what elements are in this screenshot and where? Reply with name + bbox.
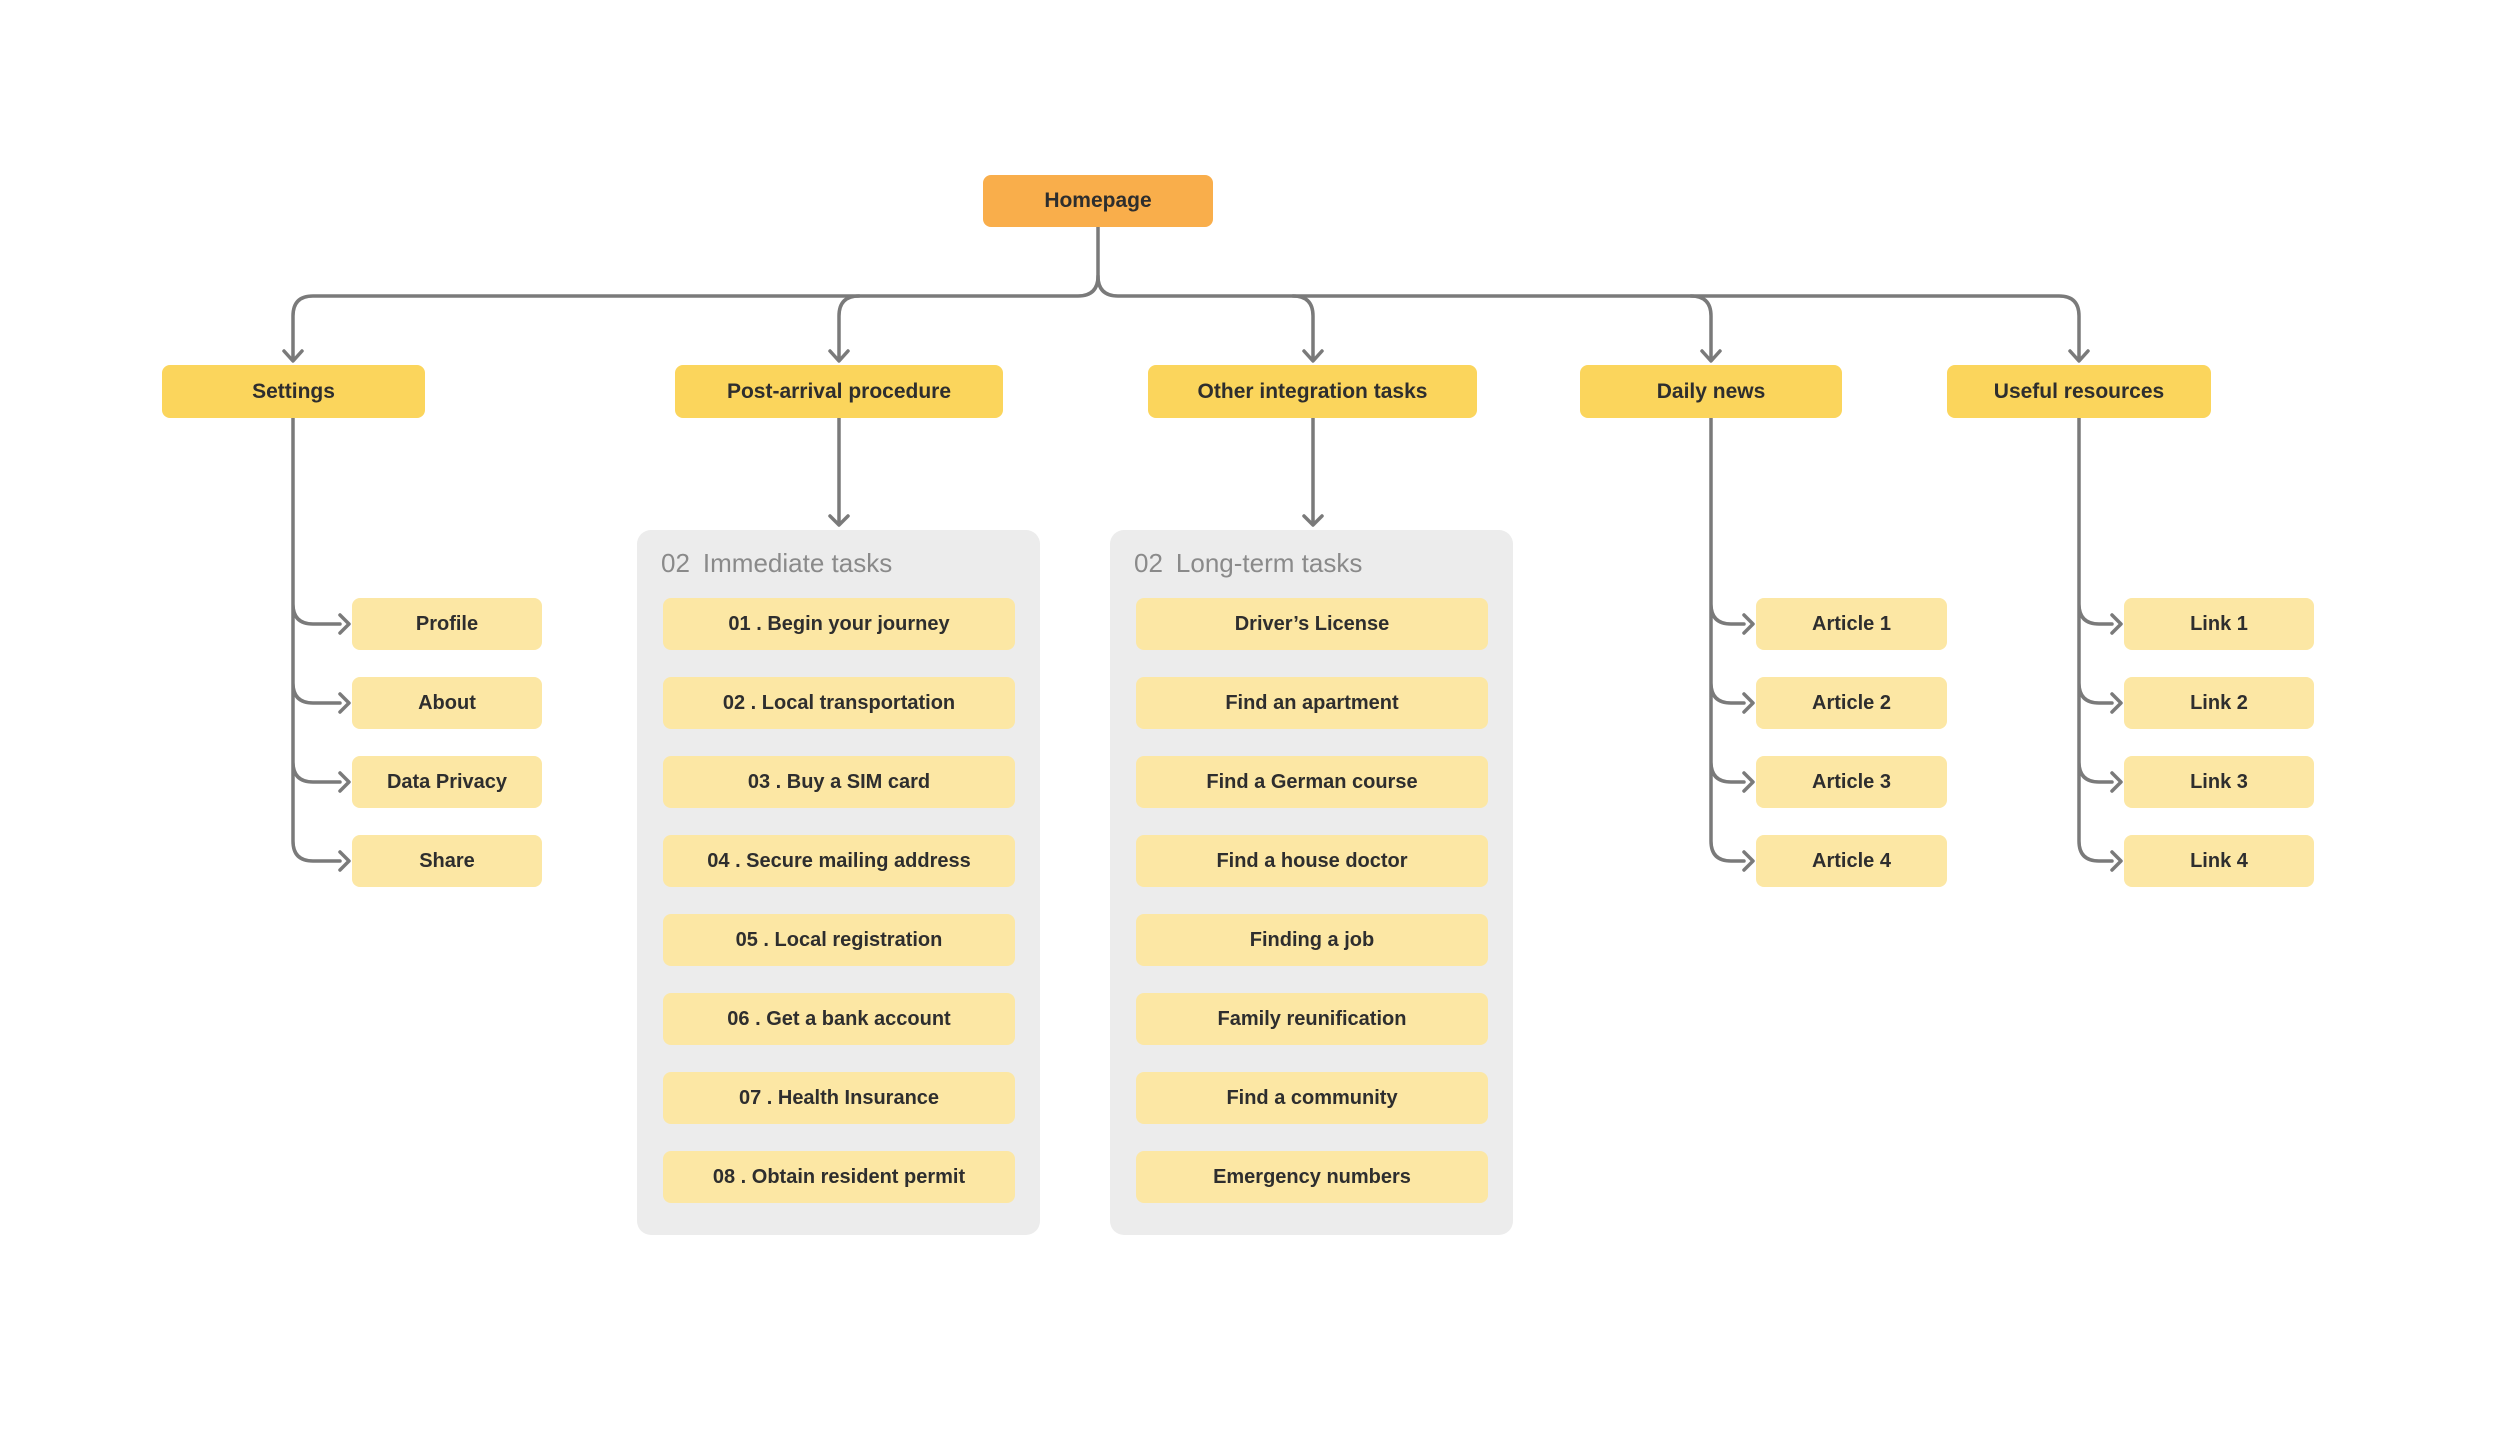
connector-useful-resources-children [2077, 416, 2123, 872]
node-useful-resources[interactable]: Useful resources [1947, 365, 2211, 418]
node-data-privacy[interactable]: Data Privacy [352, 756, 542, 808]
group-title: Immediate tasks [702, 548, 893, 578]
node-article-2[interactable]: Article 2 [1756, 677, 1947, 729]
node-link-1[interactable]: Link 1 [2124, 598, 2314, 650]
node-settings[interactable]: Settings [162, 365, 425, 418]
node-health-insurance[interactable]: 07 . Health Insurance [663, 1072, 1015, 1124]
connector-drop-other-integration [1291, 294, 1324, 363]
node-about[interactable]: About [352, 677, 542, 729]
connector-post-arrival-to-group [828, 416, 850, 527]
node-find-an-apartment[interactable]: Find an apartment [1136, 677, 1488, 729]
node-family-reunification[interactable]: Family reunification [1136, 993, 1488, 1045]
node-link-4[interactable]: Link 4 [2124, 835, 2314, 887]
node-find-a-house-doctor[interactable]: Find a house doctor [1136, 835, 1488, 887]
node-article-3[interactable]: Article 3 [1756, 756, 1947, 808]
node-drivers-license[interactable]: Driver’s License [1136, 598, 1488, 650]
connector-daily-news-children [1709, 416, 1755, 872]
node-find-a-community[interactable]: Find a community [1136, 1072, 1488, 1124]
node-get-a-bank-account[interactable]: 06 . Get a bank account [663, 993, 1015, 1045]
node-emergency-numbers[interactable]: Emergency numbers [1136, 1151, 1488, 1203]
node-share[interactable]: Share [352, 835, 542, 887]
node-local-transportation[interactable]: 02 . Local transportation [663, 677, 1015, 729]
node-finding-a-job[interactable]: Finding a job [1136, 914, 1488, 966]
node-buy-a-sim-card[interactable]: 03 . Buy a SIM card [663, 756, 1015, 808]
group-number: 02 [661, 548, 690, 578]
group-title: Long-term tasks [1175, 548, 1363, 578]
group-header-long-term-tasks: 02 Long-term tasks [1134, 548, 1362, 579]
connector-other-integration-to-group [1302, 416, 1324, 527]
node-profile[interactable]: Profile [352, 598, 542, 650]
group-number: 02 [1134, 548, 1163, 578]
node-link-3[interactable]: Link 3 [2124, 756, 2314, 808]
node-local-registration[interactable]: 05 . Local registration [663, 914, 1015, 966]
node-link-2[interactable]: Link 2 [2124, 677, 2314, 729]
connector-settings-children [291, 416, 351, 872]
connector-homepage-to-settings [282, 225, 1100, 363]
node-other-integration-tasks[interactable]: Other integration tasks [1148, 365, 1477, 418]
node-article-1[interactable]: Article 1 [1756, 598, 1947, 650]
node-daily-news[interactable]: Daily news [1580, 365, 1842, 418]
node-homepage[interactable]: Homepage [983, 175, 1213, 227]
node-find-a-german-course[interactable]: Find a German course [1136, 756, 1488, 808]
connector-homepage-to-useful-resources [1096, 274, 2090, 363]
connector-drop-post-arrival [828, 294, 861, 363]
group-header-immediate-tasks: 02 Immediate tasks [661, 548, 892, 579]
node-begin-your-journey[interactable]: 01 . Begin your journey [663, 598, 1015, 650]
node-secure-mailing-address[interactable]: 04 . Secure mailing address [663, 835, 1015, 887]
node-article-4[interactable]: Article 4 [1756, 835, 1947, 887]
node-obtain-resident-permit[interactable]: 08 . Obtain resident permit [663, 1151, 1015, 1203]
node-post-arrival-procedure[interactable]: Post-arrival procedure [675, 365, 1003, 418]
connector-drop-daily-news [1689, 294, 1722, 363]
